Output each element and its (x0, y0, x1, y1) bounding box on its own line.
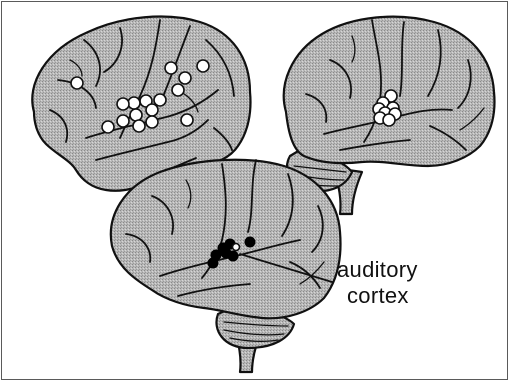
marker-open (154, 94, 166, 106)
marker-open (102, 121, 114, 133)
marker-open (197, 60, 209, 72)
marker-open (179, 72, 191, 84)
marker-open (128, 97, 140, 109)
marker-open (117, 98, 129, 110)
callout-label-line1: auditory (337, 257, 418, 282)
marker-open (117, 115, 129, 127)
marker-filled (228, 251, 238, 261)
marker-open (146, 116, 158, 128)
marker-open (133, 120, 145, 132)
brain-bottom-outline (111, 160, 341, 319)
marker-open (181, 114, 193, 126)
marker-open (165, 62, 177, 74)
marker-open (233, 244, 240, 251)
marker-filled (208, 258, 218, 268)
brain-bottom (111, 160, 341, 372)
marker-open (130, 109, 142, 121)
callout-label-line2: cortex (347, 283, 409, 308)
marker-open (383, 114, 395, 126)
marker-open (146, 104, 158, 116)
marker-filled (245, 237, 255, 247)
marker-open (172, 84, 184, 96)
marker-open (71, 77, 83, 89)
